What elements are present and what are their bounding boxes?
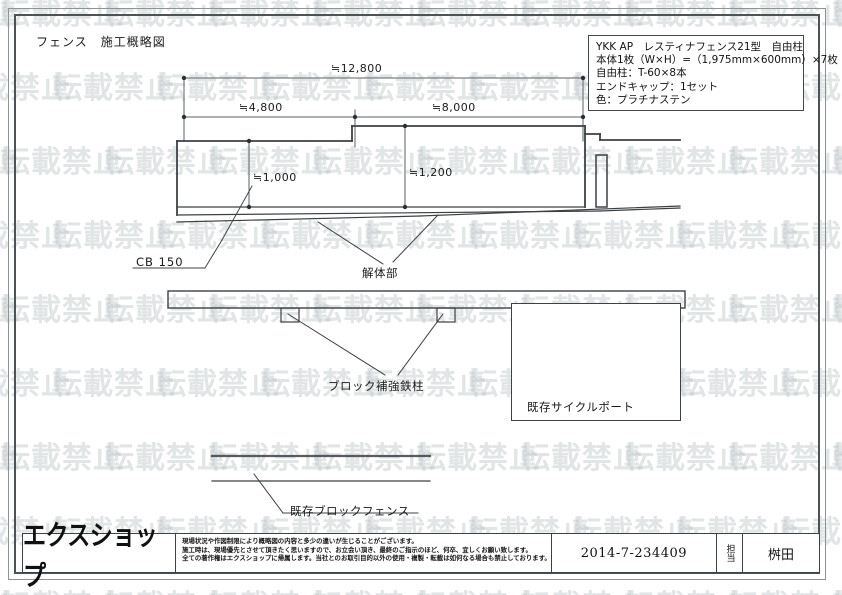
fence-elevation-outline	[176, 125, 681, 216]
notice-line-3: 全ての著作権はエクスショップに帰属します。当社とのお取引目的以外の使用・複製・転…	[182, 554, 551, 563]
plan-post-2	[436, 307, 456, 323]
dimension-label-right-height: ≒1,200	[409, 166, 453, 179]
leader-block-reinforcement	[287, 313, 444, 376]
spec-line-3: 自由柱：T-60×8本	[596, 67, 687, 80]
existing-block-fence-plan	[210, 454, 432, 482]
existing-cycle-port-box	[511, 303, 681, 421]
legal-notice: 現場状況や作図制限により概略図の内容と多少の違いが生じることがございます。 施工…	[176, 534, 552, 572]
company-logo-text: エクスショップ	[23, 521, 158, 592]
dimension-label-right-span: ≒8,000	[432, 101, 476, 114]
page-title: フェンス 施工概略図	[36, 35, 166, 49]
dimension-total-length	[183, 77, 584, 142]
existing-block-wall-elevation	[176, 206, 681, 216]
notice-line-1: 現場状況や作図制限により概略図の内容と多少の違いが生じることがございます。	[182, 537, 418, 545]
leader-cb150	[132, 185, 253, 269]
drawing-number: 2014-7-234409	[552, 534, 717, 572]
fence-plan-beam	[167, 290, 686, 309]
company-logo: エクスショップ	[23, 521, 177, 592]
plan-post-1	[280, 307, 300, 323]
spec-line-4: エンドキャップ：1セット	[596, 80, 719, 93]
spec-line-5: 色：プラチナステン	[596, 93, 691, 106]
ground-line-elevation	[176, 205, 681, 223]
dimension-label-left-height: ≒1,000	[253, 171, 297, 184]
callout-existing-block-fence: 既存ブロックフェンス	[290, 504, 410, 518]
person-in-charge: 桝田	[767, 547, 794, 563]
dimension-label-total-length: ≒12,800	[331, 62, 383, 75]
dimension-label-left-span: ≒4,800	[239, 101, 283, 114]
sheet-border-outer	[8, 8, 826, 580]
spec-note-box: YKK AP レスティナフェンス21型 自由柱 本体1枚（W×H）=（1,975…	[588, 35, 838, 111]
callout-block-reinforcement-post: ブロック補強鉄柱	[328, 379, 424, 393]
spec-line-2: 本体1枚（W×H）=（1,975mm×600mm）×7枚	[596, 54, 838, 67]
spec-line-1: YKK AP レスティナフェンス21型 自由柱	[596, 41, 804, 53]
callout-cb-150: CB 150	[136, 255, 184, 269]
gate-opening-elevation	[595, 154, 608, 208]
sheet-border-inner	[14, 14, 820, 574]
leader-demolition	[317, 214, 439, 265]
role-label: 担当	[717, 534, 743, 572]
callout-demolition-part: 解体部	[362, 266, 398, 280]
notice-line-2: 施工時は、現場優先とさせて頂きたく思いますので、お立会い頂き、最終のご指示のほど…	[182, 545, 532, 554]
leader-existing-block-fence	[253, 473, 419, 514]
title-block: エクスショップ 現場状況や作図制限により概略図の内容と多少の違いが生じることがご…	[22, 521, 820, 592]
callout-existing-cycle-port: 既存サイクルポート	[527, 400, 635, 414]
